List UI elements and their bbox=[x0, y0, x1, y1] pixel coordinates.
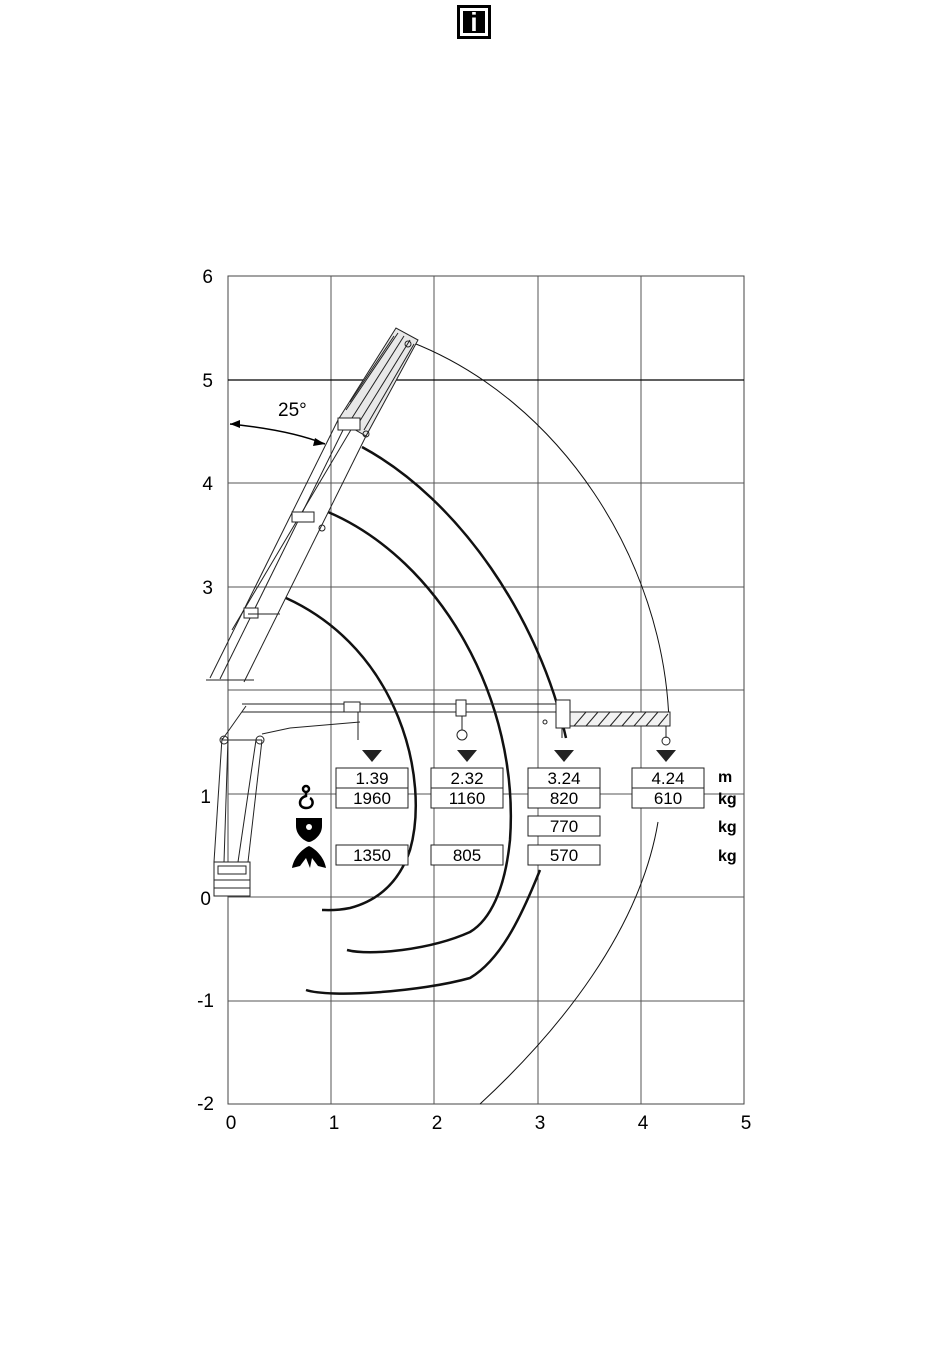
col-3: 3.24 820 770 570 bbox=[528, 768, 600, 865]
horizontal-boom bbox=[242, 700, 670, 745]
hook-unit: kg bbox=[718, 791, 737, 808]
x-tick-5: 5 bbox=[741, 1113, 752, 1134]
marker-1-39 bbox=[362, 750, 382, 762]
grapple-unit: kg bbox=[718, 848, 737, 865]
clamshell-unit: kg bbox=[718, 819, 737, 836]
col-2: 2.32 1160 805 bbox=[431, 768, 503, 865]
reach-2: 2.32 bbox=[450, 769, 483, 788]
clamshell-bucket-icon bbox=[296, 818, 322, 842]
hook-icon bbox=[300, 786, 313, 808]
y-tick-minus-1: -1 bbox=[197, 991, 214, 1012]
x-tick-0: 0 bbox=[226, 1113, 237, 1134]
reach-arc-3-lower bbox=[306, 870, 540, 994]
y-tick-5: 5 bbox=[202, 371, 213, 392]
raised-boom bbox=[206, 328, 418, 682]
clamshell-load-3: 770 bbox=[550, 817, 578, 836]
reach-unit: m bbox=[718, 769, 732, 786]
reach-4: 4.24 bbox=[651, 769, 684, 788]
x-tick-4: 4 bbox=[638, 1113, 649, 1134]
hook-load-4: 610 bbox=[654, 789, 682, 808]
x-tick-2: 2 bbox=[432, 1113, 443, 1134]
x-tick-1: 1 bbox=[329, 1113, 340, 1134]
y-tick-6: 6 bbox=[202, 267, 213, 288]
x-axis-labels: 0 1 2 3 4 5 bbox=[226, 1113, 752, 1134]
crane-column bbox=[214, 706, 290, 896]
angle-label: 25° bbox=[278, 400, 307, 421]
reach-1: 1.39 bbox=[355, 769, 388, 788]
reach-arc-outer bbox=[411, 342, 669, 722]
y-tick-0: 0 bbox=[200, 889, 211, 910]
marker-3-24 bbox=[554, 750, 574, 762]
reach-arc-3 bbox=[362, 447, 566, 738]
hook-load-2: 1160 bbox=[449, 789, 486, 808]
reach-3: 3.24 bbox=[547, 769, 580, 788]
col-1: 1.39 1960 1350 bbox=[336, 768, 408, 865]
marker-2-32 bbox=[457, 750, 477, 762]
col-4: 4.24 610 bbox=[632, 768, 704, 808]
y-tick-4: 4 bbox=[202, 474, 213, 495]
hook-load-1: 1960 bbox=[353, 789, 391, 808]
grapple-icon bbox=[292, 846, 326, 868]
reach-arc-2 bbox=[328, 512, 511, 952]
y-axis-labels: 6 5 4 3 1 0 -1 -2 bbox=[197, 267, 214, 1115]
y-tick-3: 3 bbox=[202, 578, 213, 599]
grapple-load-2: 805 bbox=[453, 846, 481, 865]
y-tick-1: 1 bbox=[200, 787, 211, 808]
hook-load-3: 820 bbox=[550, 789, 578, 808]
grapple-load-1: 1350 bbox=[353, 846, 391, 865]
x-tick-3: 3 bbox=[535, 1113, 546, 1134]
grapple-load-3: 570 bbox=[550, 846, 578, 865]
y-tick-minus-2: -2 bbox=[197, 1094, 214, 1115]
marker-4-24 bbox=[656, 750, 676, 762]
angle-indicator: 25° bbox=[230, 400, 325, 446]
load-table: 1.39 1960 1350 2.32 1160 805 3.24 820 77… bbox=[336, 768, 737, 865]
